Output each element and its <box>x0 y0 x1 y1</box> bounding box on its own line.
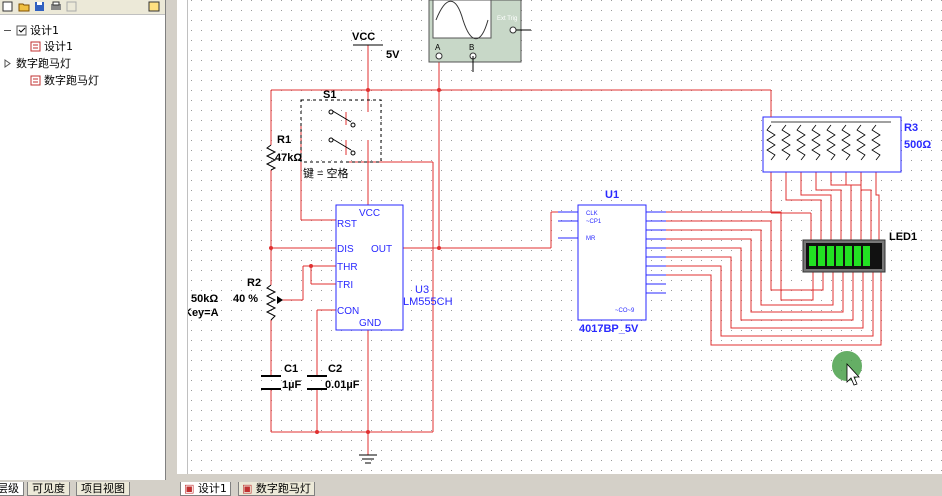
u3-label: U3 <box>415 284 429 296</box>
junction-dots <box>269 88 441 434</box>
print-icon[interactable] <box>50 1 62 12</box>
collapse-icon[interactable] <box>2 25 13 36</box>
pin-thr: THR <box>337 262 358 273</box>
tree-item-marquee[interactable]: 数字跑马灯 <box>2 55 71 71</box>
pin-tri: TRI <box>337 280 353 291</box>
r2-percent: 40 % <box>233 293 258 305</box>
u3-part: LM555CH <box>403 296 453 308</box>
resistor-array-r3[interactable]: R3 500Ω <box>762 112 931 173</box>
scope-channel-a: A <box>435 43 441 52</box>
tab-marquee[interactable]: ▣ 数字跑马灯 <box>238 482 315 496</box>
pin-mr: MR <box>586 236 596 242</box>
schematic-canvas[interactable]: VCC 5V S1 键 = 空格 R1 47kΩ R2 50kΩ 40 % Ke… <box>177 0 942 474</box>
cursor-highlight <box>832 351 862 386</box>
vcc-value: 5V <box>386 49 400 61</box>
save-icon[interactable] <box>34 1 46 12</box>
schematic-sheet-icon: ▣ <box>184 482 198 495</box>
scope-channel-b: B <box>469 43 474 52</box>
c1-label: C1 <box>284 363 298 375</box>
r2-label: R2 <box>247 277 261 289</box>
properties-icon[interactable] <box>148 1 160 12</box>
vcc-source[interactable]: VCC 5V <box>352 31 400 61</box>
c1-value: 1µF <box>282 379 301 391</box>
toolbox-tabs: 层级 可见度 项目视图 <box>0 482 165 496</box>
scope-trigger-label: Ext Trig <box>497 16 517 22</box>
expand-icon[interactable] <box>2 58 13 69</box>
oscilloscope[interactable]: Ext Trig A B <box>428 0 531 72</box>
tab-project-view[interactable]: 项目视图 <box>76 482 130 496</box>
schematic-drawing: VCC 5V S1 键 = 空格 R1 47kΩ R2 50kΩ 40 % Ke… <box>184 0 942 474</box>
pin-con: CON <box>337 306 359 317</box>
r3-label: R3 <box>904 122 918 134</box>
pin-dis: DIS <box>337 244 354 255</box>
tab-visibility[interactable]: 可见度 <box>27 482 70 496</box>
wires <box>270 45 812 455</box>
document-tabs: ▣ 设计1 ▣ 数字跑马灯 <box>177 482 942 496</box>
capacitor-c1[interactable]: C1 1µF <box>261 363 301 391</box>
tree-item-marquee-sheet[interactable]: 数字跑马灯 <box>30 72 99 88</box>
schematic-sheet-icon <box>30 75 41 86</box>
ic-u3-lm555[interactable]: RST VCC DIS OUT THR TRI CON GND U3 LM555… <box>335 204 453 331</box>
left-ruler <box>177 0 188 474</box>
pin-gnd: GND <box>359 318 381 329</box>
pin-cp1: ~CP1 <box>586 219 602 225</box>
schematic-sheet-icon: ▣ <box>242 482 256 495</box>
c2-value: 0.01µF <box>325 379 360 391</box>
pin-clk: CLK <box>586 211 598 217</box>
close-doc-icon[interactable] <box>66 1 78 12</box>
r1-value: 47kΩ <box>275 152 302 164</box>
tree-item-design1[interactable]: 设计1 <box>2 22 59 38</box>
r2-key: Key=A <box>184 307 219 319</box>
tree-item-label: 设计1 <box>44 40 73 53</box>
switch-label: S1 <box>323 89 336 101</box>
tree-item-label: 数字跑马灯 <box>44 74 99 87</box>
ic-u1-4017[interactable]: CLK ~CP1 MR ~CO~9 U1 4017BP_5V <box>558 189 666 335</box>
pin-rst: RST <box>337 219 357 230</box>
tree-item-design1-sheet[interactable]: 设计1 <box>30 38 73 54</box>
schematic-sheet-icon <box>30 41 41 52</box>
tab-design1[interactable]: ▣ 设计1 <box>180 482 231 496</box>
u1-part: 4017BP_5V <box>579 323 639 335</box>
toolbox-toolbar <box>0 0 165 15</box>
q-output-wires <box>666 172 882 346</box>
r1-label: R1 <box>277 134 291 146</box>
vcc-label: VCC <box>352 31 375 43</box>
tab-hierarchy[interactable]: 层级 <box>0 482 24 496</box>
led-label: LED1 <box>889 231 917 243</box>
tree-item-label: 设计1 <box>30 24 59 37</box>
c2-label: C2 <box>328 363 342 375</box>
switch-key-label: 键 = 空格 <box>303 166 349 180</box>
pin-vcc: VCC <box>359 208 380 219</box>
r3-value: 500Ω <box>904 139 931 151</box>
open-folder-icon[interactable] <box>18 1 30 12</box>
pin-co: ~CO~9 <box>615 308 635 314</box>
tab-label: 设计1 <box>197 482 227 495</box>
r2-value: 50kΩ <box>191 293 218 305</box>
resistor-r1[interactable]: R1 47kΩ <box>265 134 302 171</box>
led-bargraph-led1[interactable]: LED1 <box>802 231 917 273</box>
tab-label: 数字跑马灯 <box>255 482 311 495</box>
u1-label: U1 <box>605 189 619 201</box>
potentiometer-r2[interactable]: R2 50kΩ 40 % Key=A <box>184 277 283 321</box>
design-toolbox-panel: 设计1 设计1 数字跑马灯 数字跑马灯 <box>0 0 166 480</box>
ground-symbol <box>359 454 377 464</box>
capacitor-c2[interactable]: C2 0.01µF <box>307 363 360 391</box>
new-icon[interactable] <box>2 1 14 12</box>
pin-out: OUT <box>371 244 392 255</box>
switch-s1[interactable]: S1 键 = 空格 <box>300 89 382 180</box>
checkbox-icon[interactable] <box>16 25 27 36</box>
tree-item-label: 数字跑马灯 <box>16 57 71 70</box>
